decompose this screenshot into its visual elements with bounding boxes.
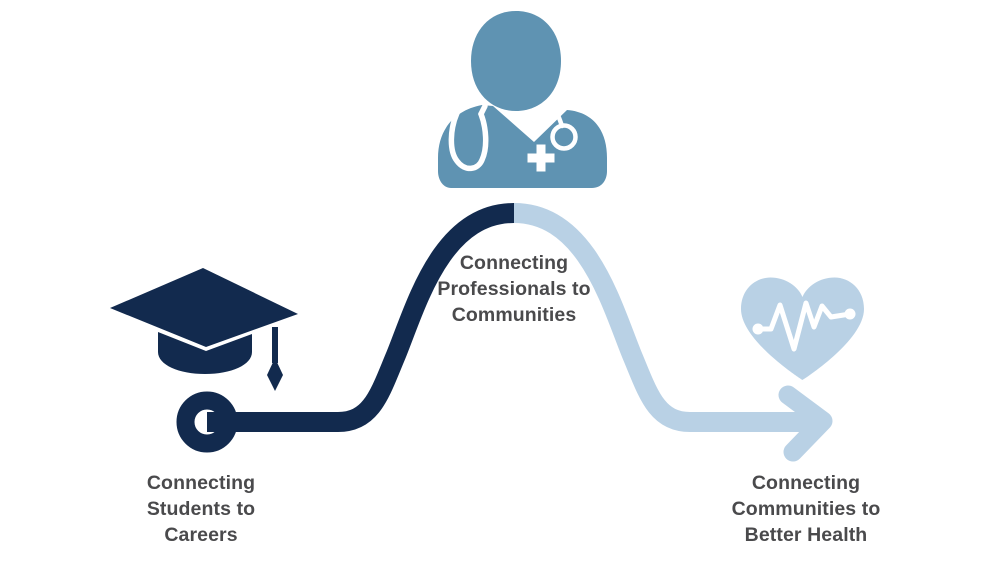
path-segment-light [513, 203, 812, 432]
path-start-ring [176, 391, 238, 453]
graduation-cap-icon [102, 264, 306, 391]
path-segment-navy [207, 203, 515, 432]
label-communities-to-better-health: Connecting Communities to Better Health [732, 470, 881, 548]
heart-ekg-icon [741, 277, 864, 380]
medical-cross-icon [527, 144, 555, 172]
tassel-drop [267, 358, 283, 391]
label-line: Communities to [731, 498, 881, 520]
arrow-right-icon [778, 385, 833, 462]
label-line: Connecting [751, 472, 861, 494]
cap-bowl [158, 332, 252, 374]
stethoscope-icon [448, 102, 578, 172]
label-line: Communities [451, 304, 577, 326]
label-line: Students to [146, 498, 256, 520]
label-line: Better Health [744, 524, 868, 546]
label-line: Careers [164, 524, 238, 546]
label-line: Connecting [146, 472, 256, 494]
ekg-line [752, 300, 856, 352]
doctor-head [471, 11, 561, 111]
label-line: Professionals to [437, 278, 591, 300]
heart-shape [741, 277, 864, 380]
cap-board [102, 264, 306, 351]
journey-path [176, 203, 833, 462]
tassel-thread [272, 327, 278, 363]
label-line: Connecting [459, 252, 569, 274]
label-professionals-to-communities: Connecting Professionals to Communities [437, 250, 590, 328]
doctor-body [438, 105, 607, 188]
label-students-to-careers: Connecting Students to Careers [147, 470, 255, 548]
doctor-icon [438, 11, 607, 188]
